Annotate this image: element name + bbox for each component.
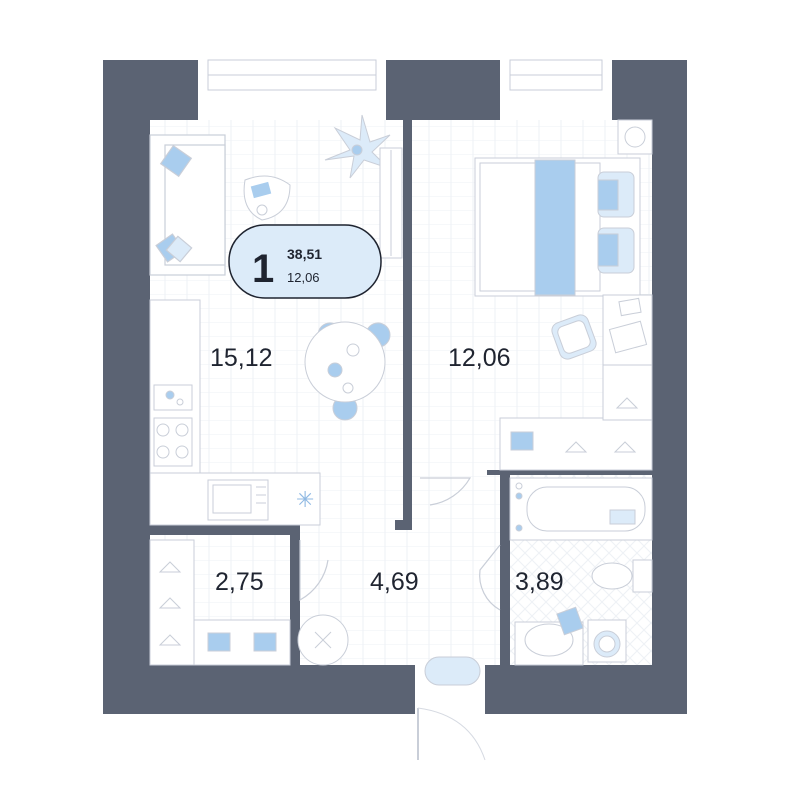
total-area: 38,51 [287,246,322,262]
sofa [149,134,226,276]
room-area-bedroom: 12,06 [448,344,511,372]
window-kitchen [198,59,386,120]
room-count: 1 [252,247,274,291]
room-area-kitchen-living: 15,12 [210,344,273,372]
plant [324,114,391,179]
inner-walls [150,115,652,665]
dining-table [304,321,391,421]
room-area-hallway: 4,69 [370,568,419,596]
entrance-door [417,656,486,761]
window-bedroom [500,59,612,120]
room-area-wardrobe: 2,75 [215,568,264,596]
washing-machine [587,619,627,663]
bathtub [509,477,653,541]
hallway-rug [297,614,349,666]
living-area: 12,06 [287,270,320,285]
door-swings [299,477,501,611]
wardrobe-shelves [149,539,291,666]
bedroom-wardrobe [499,364,653,471]
washbasin [514,606,584,666]
coffee-table [243,175,291,221]
nightstand [617,119,653,155]
room-area-bathroom: 3,89 [515,568,564,596]
kitchen-counter: ✳ [149,299,321,526]
toilet [591,559,653,593]
bed [474,157,641,297]
area-badge: 1 38,51 12,06 [228,224,382,299]
living-cabinet [379,147,403,259]
svg-text:✳: ✳ [296,488,314,513]
desk [551,294,653,366]
